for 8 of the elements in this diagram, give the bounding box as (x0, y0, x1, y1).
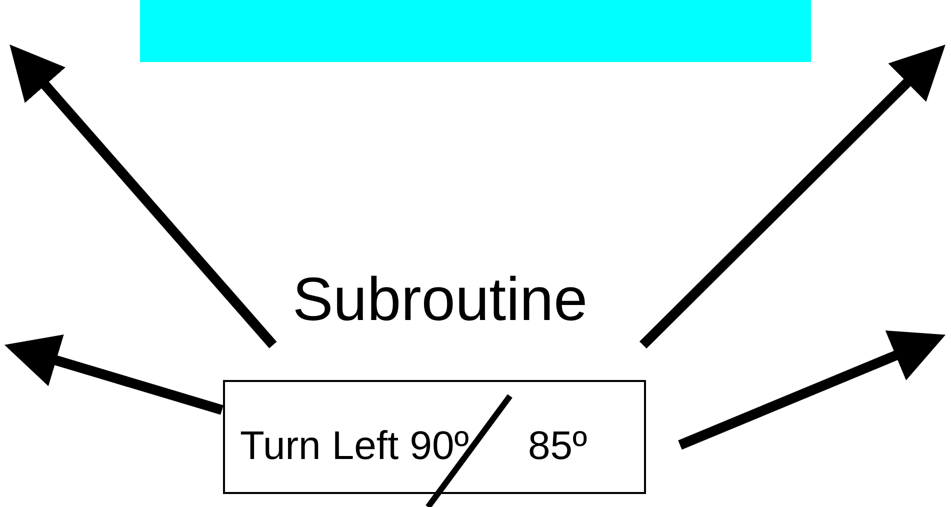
box-text: Turn Left 90º (240, 424, 469, 468)
box-heading: Subroutine (291, 266, 589, 334)
arrow (4, 334, 224, 415)
banner (140, 0, 811, 62)
box-text: 85º (528, 424, 588, 468)
arrow (639, 44, 946, 349)
arrow (678, 330, 946, 450)
arrow (10, 44, 277, 348)
